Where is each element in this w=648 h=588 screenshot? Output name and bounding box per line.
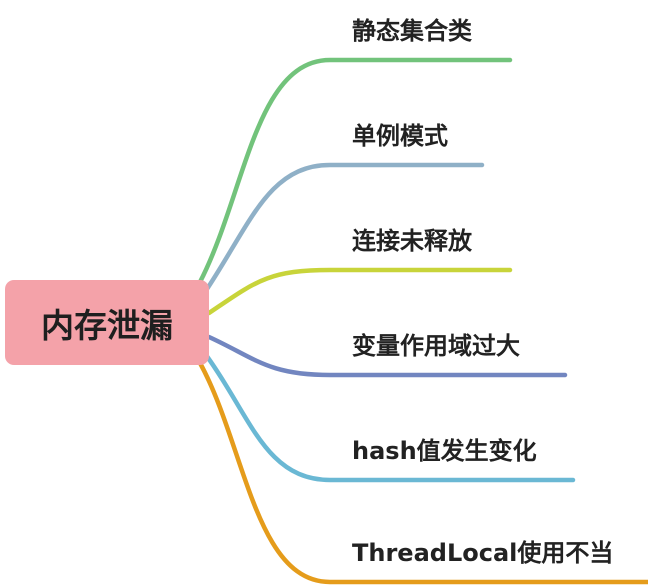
connector-threadlocal <box>197 360 648 585</box>
connector-unreleased-connection <box>206 267 513 316</box>
connector-hash-change <box>203 352 576 483</box>
branch-label-hash-change: hash值发生变化 <box>352 437 537 465</box>
branch-label-static-collections: 静态集合类 <box>352 17 472 45</box>
branch-label-threadlocal: ThreadLocal使用不当 <box>352 539 614 567</box>
connector-singleton <box>202 162 485 295</box>
branch-label-singleton: 单例模式 <box>352 122 448 150</box>
connector-static-collections <box>197 57 513 285</box>
root-node: 内存泄漏 <box>5 280 209 365</box>
connector-variable-scope <box>206 334 568 378</box>
branch-label-unreleased-connection: 连接未释放 <box>352 227 472 255</box>
branch-label-variable-scope: 变量作用域过大 <box>352 332 520 360</box>
